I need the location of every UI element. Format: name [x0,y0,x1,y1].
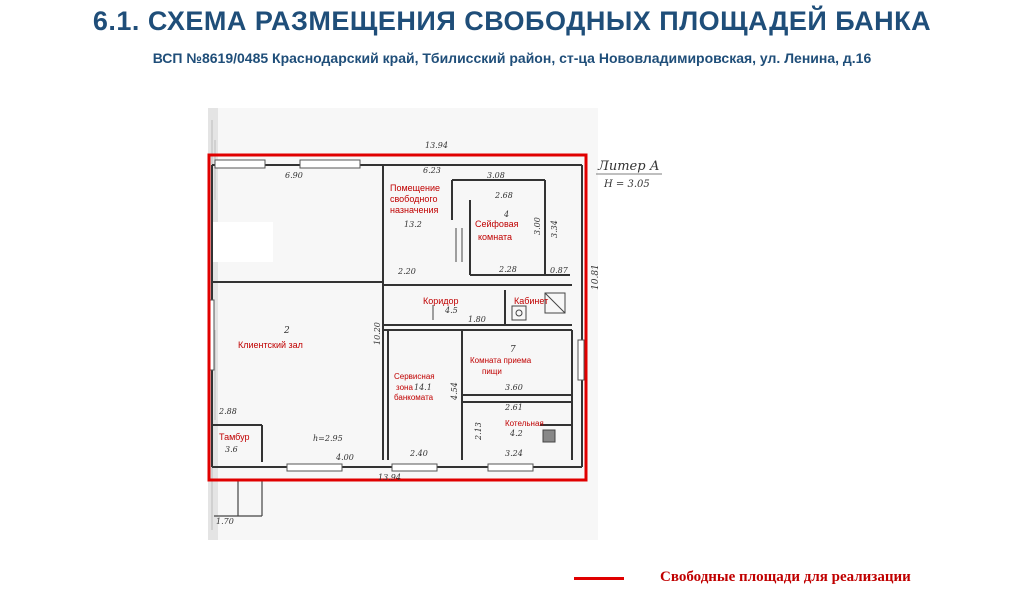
dim-228: 2.28 [498,265,517,274]
fixtures [432,228,566,443]
room-boiler: Котельная [505,419,544,428]
room-service-line2: зона [396,383,413,392]
dim-300: 3.00 [533,217,542,235]
dim-top-total: 13.94 [425,141,448,150]
dim-288: 2.88 [218,407,237,416]
dim-213: 2.13 [474,422,483,441]
blank-patch [213,222,273,262]
dimension-labels: 13.94 13.94 6.90 6.23 3.08 2.68 2.28 0.8… [216,141,601,526]
room-free-line1: Помещение [390,183,440,193]
room-safe-line1: Сейфовая [475,219,519,229]
page-title: 6.1. СХЕМА РАЗМЕЩЕНИЯ СВОБОДНЫХ ПЛОЩАДЕЙ… [92,6,932,36]
ceiling-height: h=2.95 [313,434,343,443]
dim-400: 4.00 [335,453,354,462]
dim-324: 3.24 [505,449,523,458]
dim-308: 3.08 [487,171,505,180]
dim-268: 2.68 [494,191,513,200]
room-safe-line2: комната [478,232,512,242]
dim-360: 3.60 [505,383,523,392]
room-vestibule: Тамбур [219,432,250,442]
dim-170: 1.70 [216,517,234,526]
room-corridor-area: 4.5 [444,306,458,315]
dim-220: 2.20 [397,267,416,276]
room-boiler-area: 4.2 [509,429,523,438]
room-vestibule-area: 3.6 [225,445,238,454]
dim-454: 4.54 [450,382,459,401]
room-reception-no: 7 [510,345,516,355]
legend-line [574,577,624,580]
dim-690: 6.90 [285,171,303,180]
dim-bottom-total: 13.94 [378,473,401,482]
windows [207,159,585,472]
dim-261: 2.61 [504,403,523,412]
annex-outline [214,480,263,517]
page-subtitle: ВСП №8619/0485 Краснодарский край, Тбили… [152,50,872,66]
room-client-no: 2 [283,326,290,336]
dim-087: 0.87 [550,266,569,275]
dim-334: 3.34 [550,220,559,238]
room-corridor: Коридор [423,296,459,306]
room-free-area: 13.2 [404,220,422,229]
room-service-area: 14.1 [414,383,432,392]
room-reception-line2: пищи [482,367,502,376]
room-labels: Помещение свободного назначения 13.2 4 С… [219,183,548,454]
dim-623: 6.23 [423,166,441,175]
room-client-hall: Клиентский зал [238,340,303,350]
room-service-line1: Сервисная [394,372,435,381]
dim-1020: 10.20 [373,322,382,345]
dim-right-total: 10.81 [591,264,601,290]
room-cabinet: Кабинет [514,296,548,306]
room-service-line3: банкомата [394,393,434,402]
room-free-line3: назначения [390,205,438,215]
room-free-line2: свободного [390,194,437,204]
height-note: Н = 3.05 [603,179,650,190]
legend-label: Свободные площади для реализации [660,569,911,585]
free-area-outline [207,153,588,482]
room-safe-no: 4 [503,210,509,219]
dim-240: 2.40 [409,449,428,458]
litera-label: Литер А [597,159,660,174]
dim-180: 1.80 [468,315,486,324]
room-reception-line1: Комната приема [470,356,532,365]
